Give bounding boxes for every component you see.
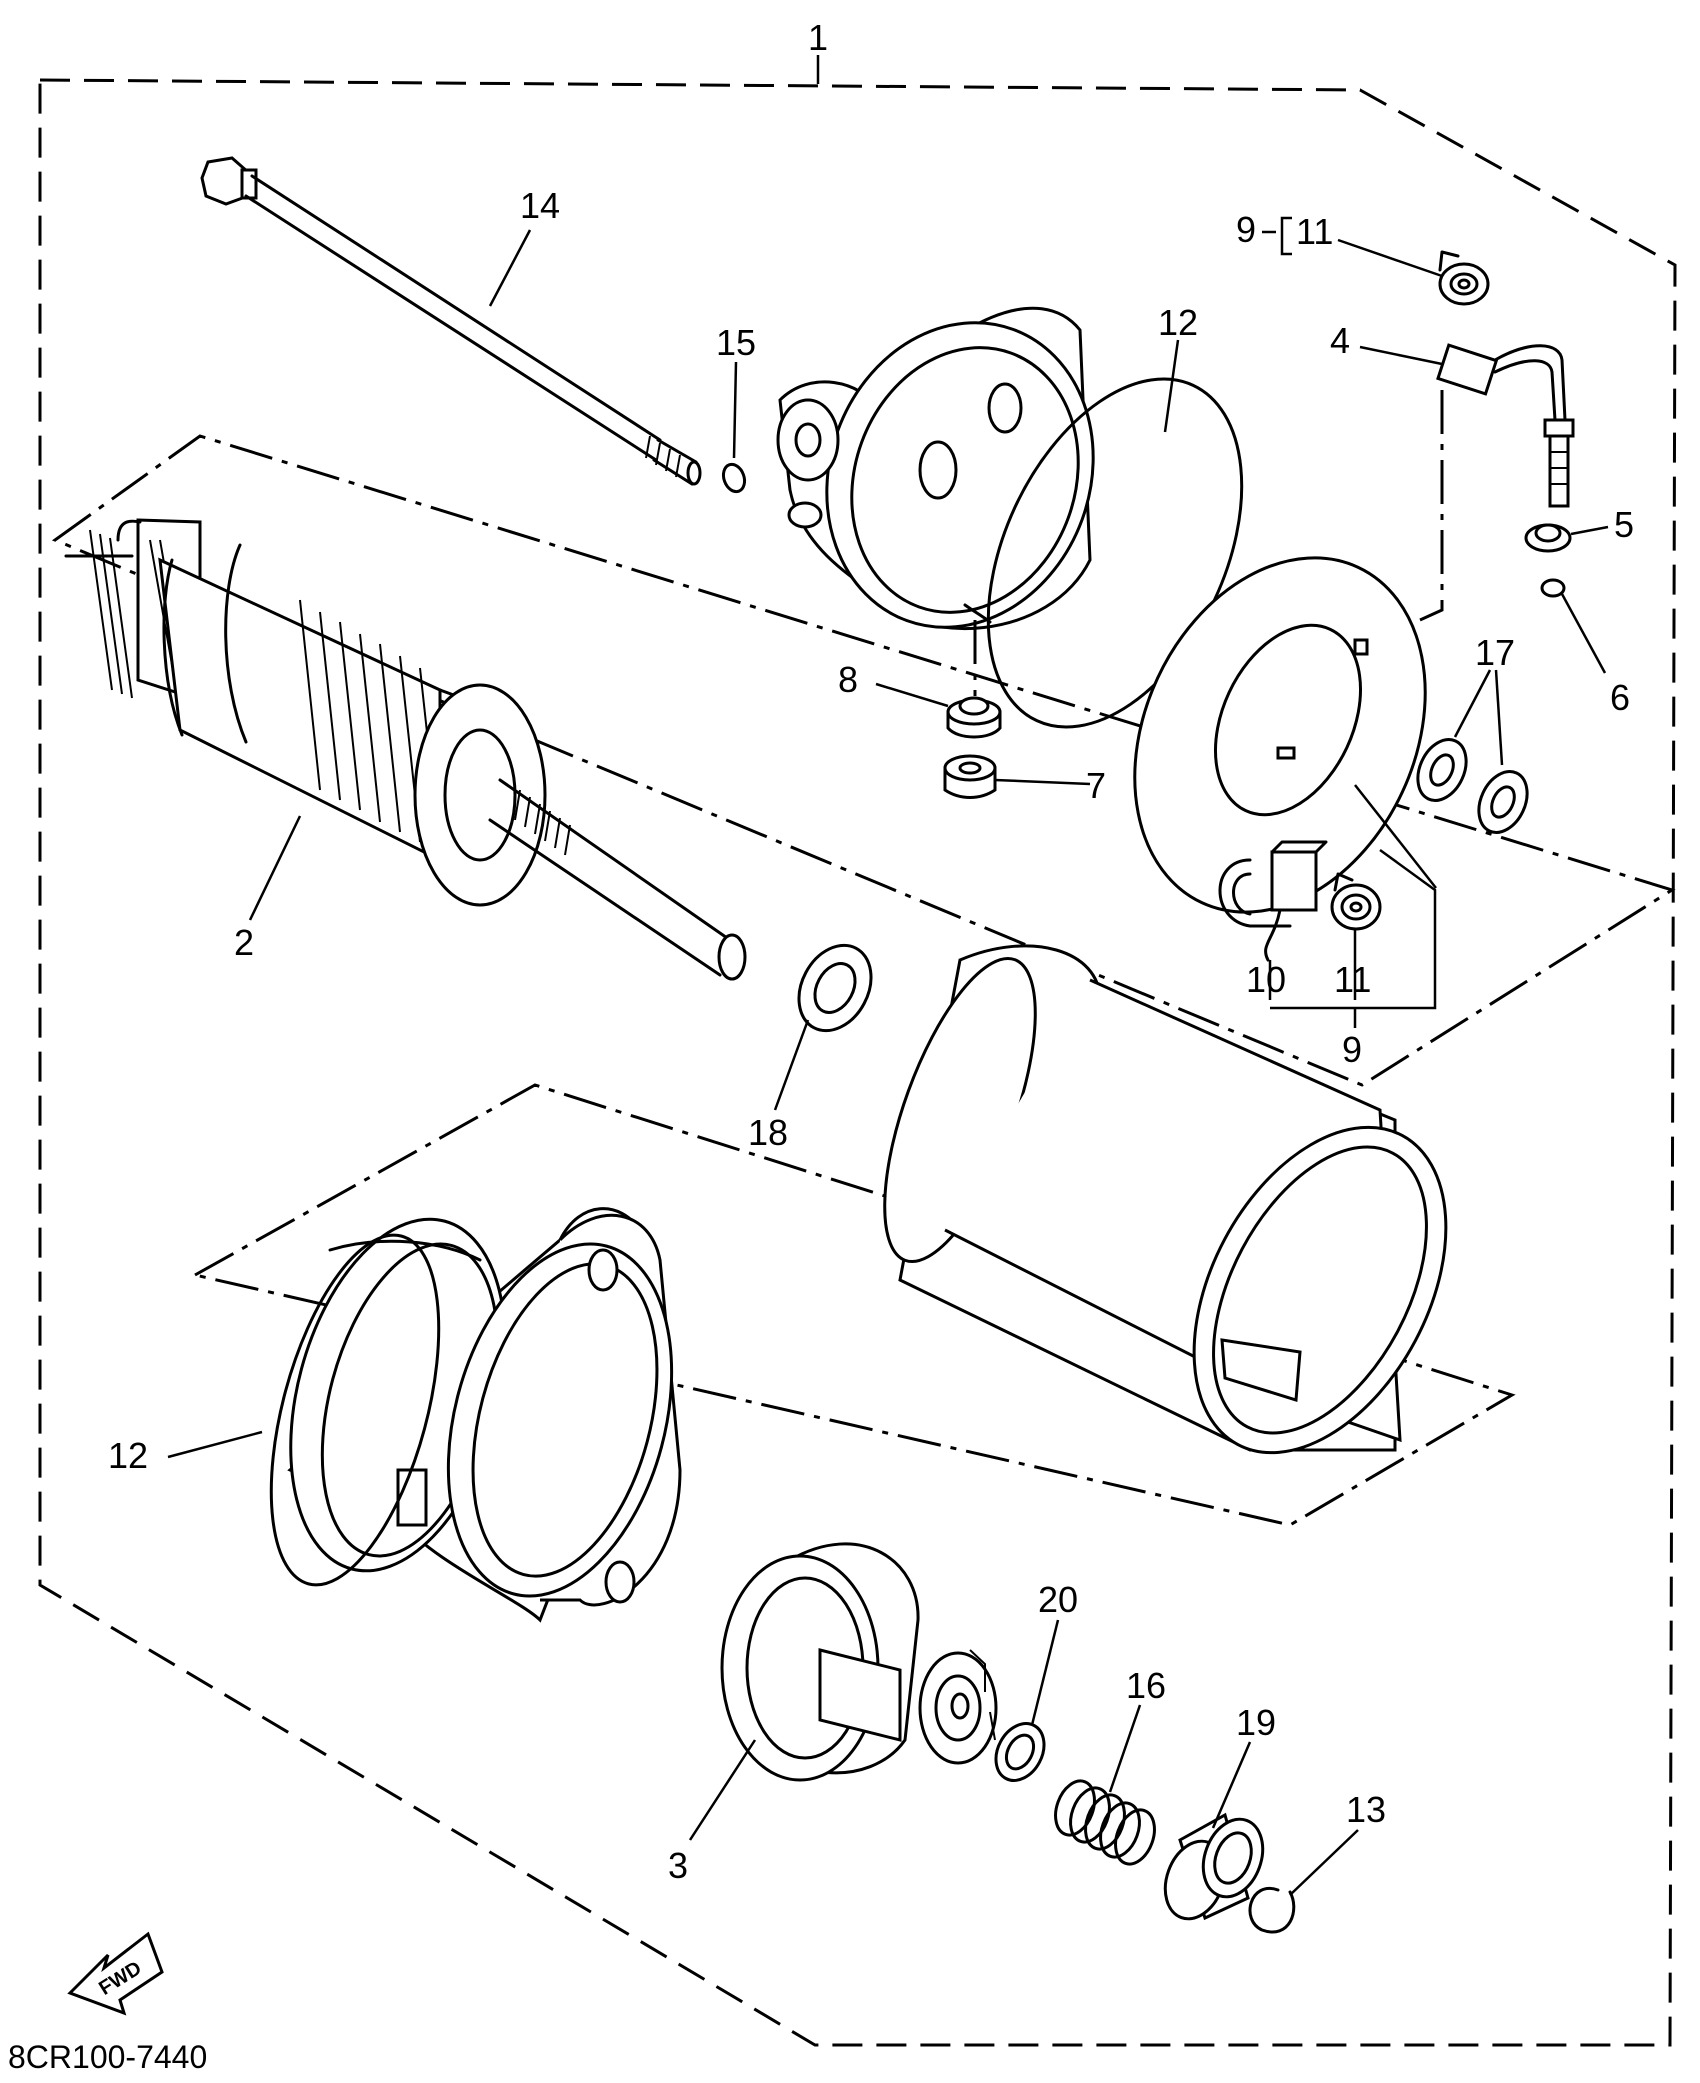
label-3-leader [688, 1739, 757, 1841]
label-5-leader [1570, 525, 1609, 536]
washer-18 [797, 943, 873, 1033]
label-2: 2 [234, 922, 254, 963]
terminal-4-chain [1419, 390, 1444, 622]
label-11-top-leader [1337, 238, 1443, 278]
label-12-top-leader [1163, 339, 1180, 433]
o-ring-12-left [269, 1233, 441, 1587]
o-ring-15 [721, 462, 747, 494]
label-6: 6 [1610, 677, 1630, 718]
label-8: 8 [838, 659, 858, 700]
projection-plane-lower [190, 1083, 1516, 1527]
brush-10 [1218, 840, 1328, 962]
label-6-leader [1560, 593, 1607, 674]
nut-7 [943, 754, 997, 799]
o-ring-6 [1540, 578, 1566, 598]
through-bolt [200, 156, 702, 486]
label-14-leader [488, 229, 532, 307]
projection-plane-upper [51, 434, 1676, 1087]
armature [64, 518, 747, 981]
nut-5 [1524, 523, 1572, 553]
brush-spring-11-top [1438, 250, 1490, 306]
drawing-code: 8CR100-7440 [8, 2039, 207, 2075]
label-15: 15 [716, 322, 756, 363]
bracket-9-bottom [1270, 848, 1437, 1028]
yoke [883, 944, 1448, 1455]
label-16: 16 [1126, 1665, 1166, 1706]
label-11-top: 11 [1296, 211, 1333, 252]
label-7: 7 [1086, 765, 1106, 806]
label-16-leader [1108, 1704, 1142, 1793]
label-3: 3 [668, 1845, 688, 1886]
label-7-leader [994, 778, 1091, 786]
label-4: 4 [1330, 320, 1350, 361]
label-14: 14 [520, 185, 560, 226]
label-17-leader-a [1453, 669, 1492, 738]
bracket-9-11 [1262, 216, 1292, 256]
label-20: 20 [1038, 1579, 1078, 1620]
label-5: 5 [1614, 504, 1634, 545]
label-20-leader [1030, 1619, 1060, 1726]
label-13: 13 [1346, 1789, 1386, 1830]
washers-17 [1416, 738, 1529, 834]
label-18: 18 [748, 1112, 788, 1153]
label-19-leader [1211, 1741, 1252, 1829]
spring-16 [1054, 1779, 1156, 1866]
label-12-left: 12 [108, 1435, 148, 1476]
label-18-leader [773, 1019, 810, 1111]
circlip-13 [1248, 1886, 1296, 1934]
assembly-outline [38, 78, 1677, 2047]
label-9-top: 9 [1236, 209, 1256, 250]
terminal-lead-4 [1436, 343, 1575, 508]
label-19: 19 [1236, 1702, 1276, 1743]
front-cover [287, 1207, 682, 1623]
grommet-8 [946, 696, 1002, 739]
label-15-leader [732, 361, 738, 459]
label-13-leader [1289, 1829, 1359, 1896]
brush-plate-leader [1354, 784, 1437, 889]
label-17-leader-b [1494, 669, 1504, 766]
label-11-bottom: 11 [1334, 959, 1371, 1000]
label-1: 1 [808, 17, 828, 58]
collar-19 [1163, 1812, 1265, 1921]
label-8-leader [875, 682, 949, 708]
starter-clutch-3 [720, 1542, 998, 1782]
label-2-leader [248, 815, 302, 921]
brush-spring-11-bottom [1330, 872, 1382, 931]
label-10: 10 [1246, 959, 1286, 1000]
label-9-bottom: 9 [1342, 1029, 1362, 1070]
rear-cover [776, 306, 1095, 631]
label-17: 17 [1475, 632, 1515, 673]
fwd-arrow: FWD [67, 1931, 164, 2016]
label-12-top: 12 [1158, 302, 1198, 343]
washer-20 [994, 1722, 1046, 1782]
label-12-left-leader [167, 1430, 263, 1459]
label-4-leader [1359, 345, 1443, 366]
brush-plate [1133, 556, 1427, 914]
